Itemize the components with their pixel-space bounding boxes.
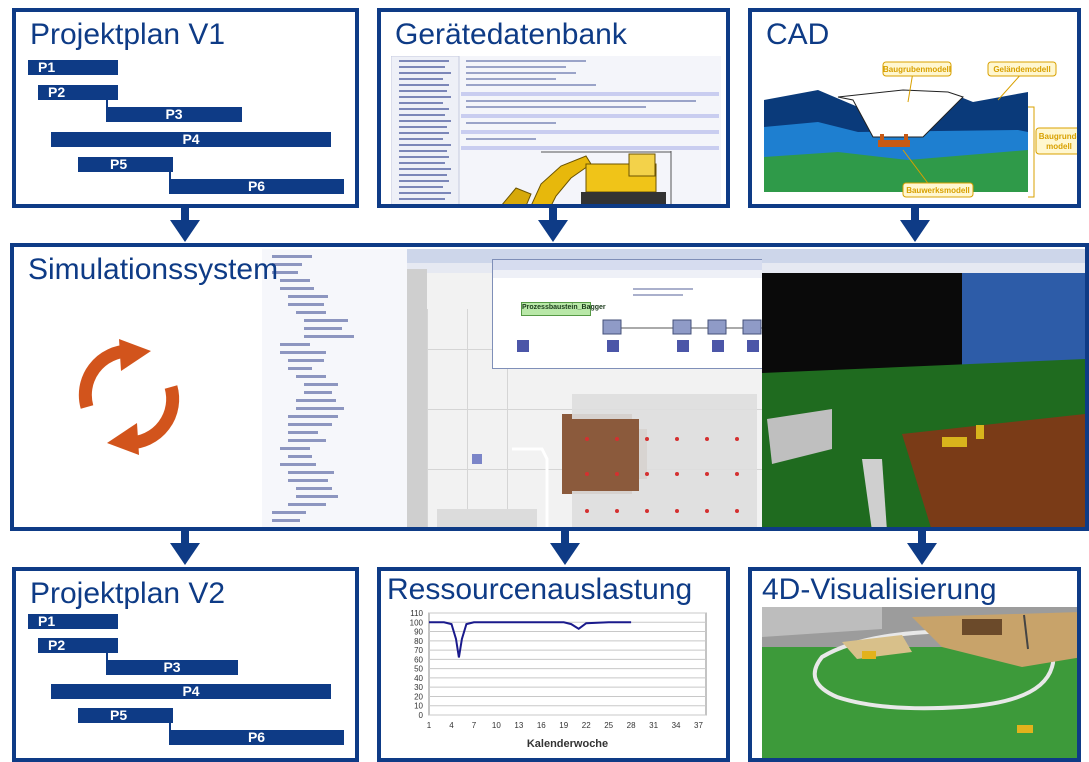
y-tick-label: 110 [410, 609, 423, 618]
panel-title: Projektplan V2 [30, 577, 226, 610]
label-bauwerksmodell: Bauwerksmodell [906, 186, 970, 195]
arrow-down-icon [907, 543, 937, 565]
model-tree-view [262, 249, 407, 527]
gantt-bar-p4: P4 [51, 684, 331, 699]
arrow-stem [181, 208, 189, 222]
label-gelaendemodell: Geländemodell [993, 65, 1050, 74]
panel-title: Ressourcenauslastung [387, 573, 693, 606]
cad-model-drawing: Baugrubenmodell Geländemodell Baugrund- … [764, 61, 1078, 198]
gantt-bar-p1: P1 [28, 60, 118, 75]
x-tick-label: 19 [559, 721, 568, 730]
x-tick-label: 10 [492, 721, 501, 730]
arrow-stem [911, 208, 919, 222]
x-tick-label: 37 [694, 721, 703, 730]
y-tick-label: 10 [414, 702, 423, 711]
y-tick-label: 60 [414, 655, 423, 664]
arrow-down-icon [170, 543, 200, 565]
y-tick-label: 50 [414, 665, 423, 674]
arrow-down-icon [538, 220, 568, 242]
arrow-down-icon [550, 543, 580, 565]
gantt-bar-p6: P6 [169, 179, 344, 194]
label-baugrundmodell-2: modell [1046, 142, 1072, 151]
excavator-illustration [502, 151, 672, 204]
gantt-dependency [169, 708, 171, 738]
y-tick-label: 40 [414, 674, 423, 683]
panel-projektplan-v1: Projektplan V1 P1 P2 P3 P4 P5 P6 [12, 8, 359, 208]
panel-title: CAD [766, 18, 830, 51]
x-tick-label: 13 [514, 721, 523, 730]
x-tick-label: 22 [582, 721, 591, 730]
x-tick-label: 7 [472, 721, 477, 730]
process-block-label: Prozessbaustein_Bagger [522, 304, 606, 311]
3d-visualization-view [762, 249, 1085, 527]
series-line [429, 621, 632, 658]
y-tick-label: 100 [410, 618, 424, 627]
label-baugrubenmodell: Baugrubenmodell [883, 65, 951, 74]
x-tick-label: 4 [449, 721, 454, 730]
y-tick-label: 90 [414, 628, 423, 637]
panel-title: Gerätedatenbank [395, 18, 627, 51]
gantt-bar-p6: P6 [169, 730, 344, 745]
gantt-bar-p2: P2 [38, 85, 118, 100]
database-screenshot [391, 56, 721, 204]
panel-title: Projektplan V1 [30, 18, 226, 51]
x-tick-label: 25 [604, 721, 613, 730]
panel-title: 4D-Visualisierung [762, 573, 997, 606]
panel-title: Simulationssystem [28, 253, 279, 286]
arrow-down-icon [900, 220, 930, 242]
panel-simulationssystem: Simulationssystem [10, 243, 1089, 531]
4d-scene-render [762, 607, 1077, 758]
x-tick-label: 16 [537, 721, 546, 730]
gantt-dependency [169, 157, 171, 187]
panel-geraetedatenbank: Gerätedatenbank [377, 8, 730, 208]
gantt-bar-p2: P2 [38, 638, 118, 653]
gantt-bar-p3: P3 [106, 107, 242, 122]
arrow-stem [181, 531, 189, 545]
panel-projektplan-v2: Projektplan V2 P1 P2 P3 P4 P5 P6 [12, 567, 359, 762]
arrow-down-icon [170, 220, 200, 242]
gantt-bar-p4: P4 [51, 132, 331, 147]
y-tick-label: 20 [414, 692, 423, 701]
gantt-dependency [106, 85, 108, 117]
y-tick-label: 0 [419, 711, 424, 720]
x-tick-label: 28 [627, 721, 636, 730]
gantt-dependency [106, 638, 108, 670]
x-tick-label: 34 [672, 721, 681, 730]
arrow-stem [561, 531, 569, 545]
plot-area [428, 612, 707, 716]
gantt-bar-p1: P1 [28, 614, 118, 629]
gantt-bar-p5: P5 [78, 708, 173, 723]
panel-4d-visualisierung: 4D-Visualisierung [748, 567, 1081, 762]
arrow-stem [549, 208, 557, 222]
x-tick-label: 31 [649, 721, 658, 730]
panel-cad: CAD Baugrubenmodell Geländemodell Baugru… [748, 8, 1081, 208]
gantt-bar-p5: P5 [78, 157, 173, 172]
y-tick-label: 30 [414, 683, 423, 692]
x-tick-label: 1 [427, 721, 432, 730]
y-tick-label: 70 [414, 646, 423, 655]
arrow-stem [918, 531, 926, 545]
x-axis-label: Kalenderwoche [527, 738, 608, 750]
gantt-bar-p3: P3 [106, 660, 238, 675]
cycle-icon [78, 339, 180, 455]
y-tick-label: 80 [414, 637, 423, 646]
label-baugrundmodell-1: Baugrund- [1039, 132, 1078, 141]
